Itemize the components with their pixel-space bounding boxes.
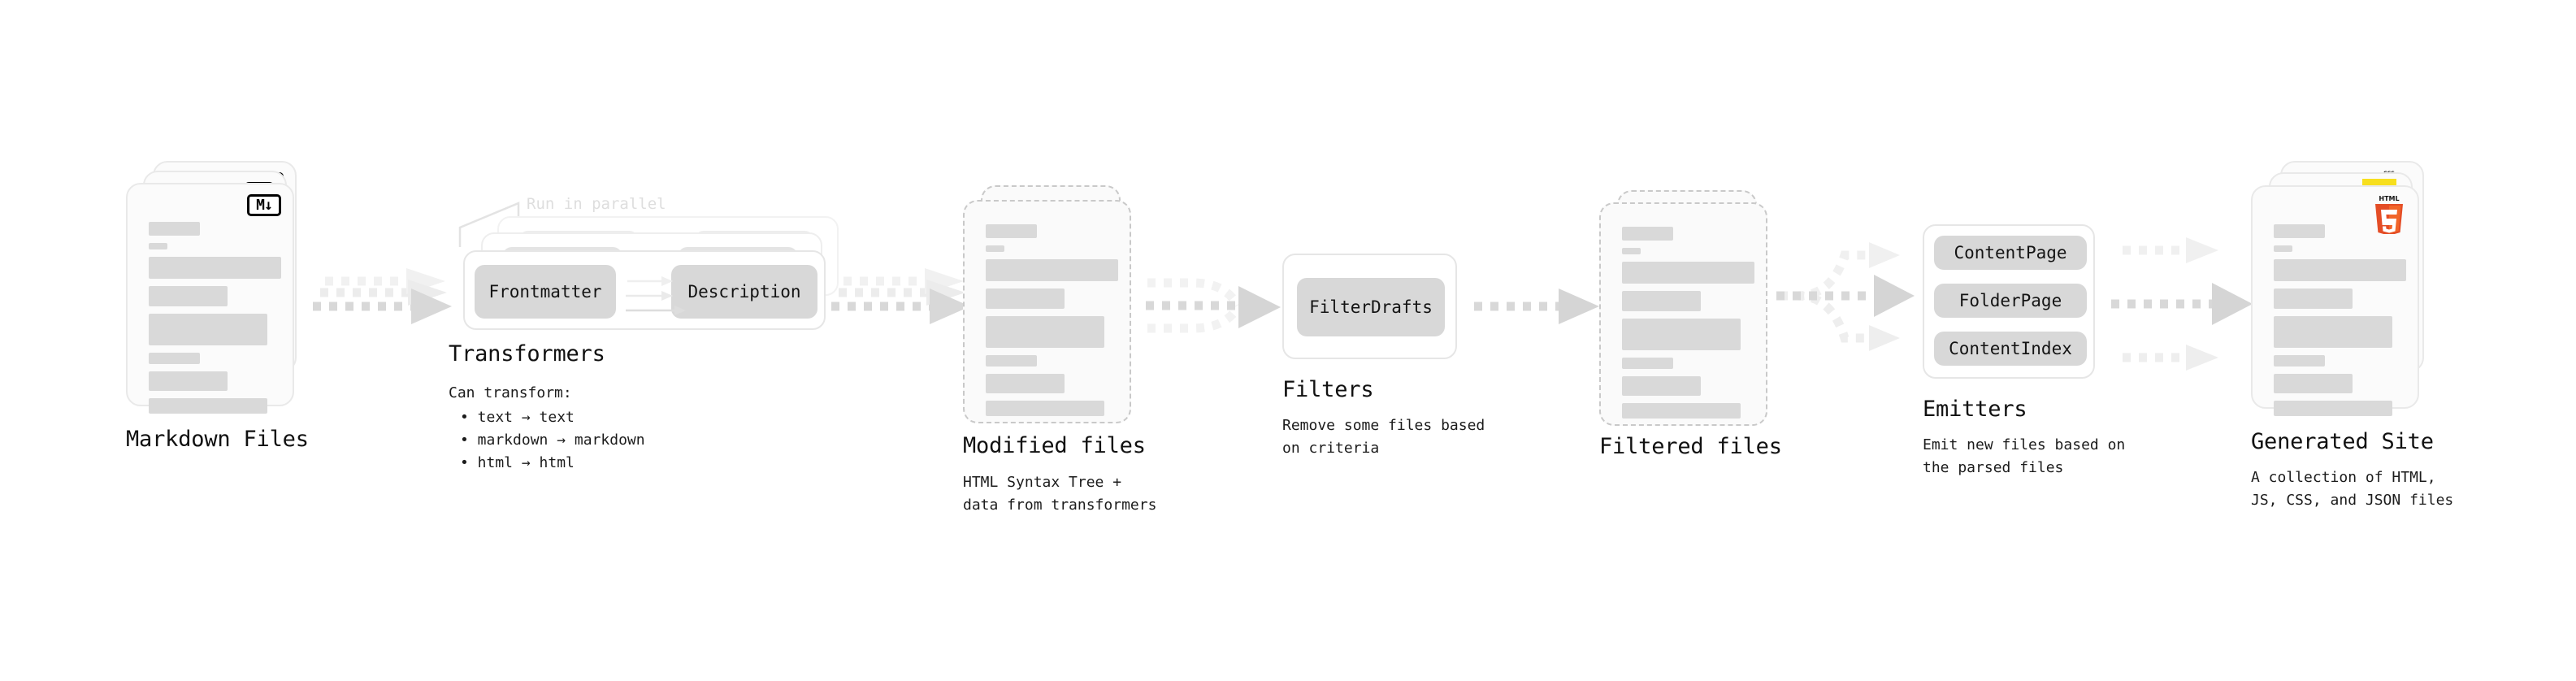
stage-modified-files: Modified files HTML Syntax Tree + data f… [963,185,1156,514]
doc-line [1622,262,1754,284]
filtered-file-stack [1599,190,1786,434]
chip-description[interactable]: Description [671,265,817,319]
stage-generated-site: CSS HTML [2251,161,2453,509]
doc-line [149,257,281,279]
doc-line [986,259,1118,281]
filters-subtitle: Remove some files based on criteria [1282,417,1485,457]
chip-folderpage[interactable]: FolderPage [1934,284,2087,318]
doc-line [1622,403,1741,419]
transformers-sub-head: Can transform: [449,384,572,401]
modified-file-stack [963,185,1150,429]
doc-line [2274,374,2353,393]
transformer-box-front: Frontmatter Description [463,250,826,330]
stage-title-filtered-files: Filtered files [1599,434,1782,459]
modified-files-subtitle: HTML Syntax Tree + data from transformer… [963,474,1157,514]
doc-line [1622,248,1641,254]
run-in-parallel-label: Run in parallel [527,195,666,213]
emitters-box: ContentPage FolderPage ContentIndex [1923,224,2095,379]
doc-line [149,371,228,391]
arrow-emitters-to-generated-site [2111,237,2253,371]
doc-line [986,245,1004,252]
chip-contentpage[interactable]: ContentPage [1934,236,2087,270]
doc-line [2274,259,2406,281]
transformers-bullet-1: • text → text [460,409,575,426]
doc-line [2274,288,2353,309]
doc-line [2274,245,2292,252]
markdown-file-stack: M↓ M↓ M↓ [126,161,313,421]
stage-title-generated-site: Generated Site [2251,429,2434,454]
stage-title-emitters: Emitters [1923,397,2027,422]
doc-line [986,401,1104,416]
doc-line [2274,355,2325,367]
doc-line [149,243,167,249]
html5-icon: HTML [2375,195,2403,234]
doc-line [149,353,200,364]
generated-file-html: HTML [2251,185,2419,416]
arrow-filtered-files-to-emitters [1776,242,1915,351]
markdown-icon: M↓ [247,194,281,216]
filtered-file-front [1599,202,1767,426]
document-content-lines [1622,227,1754,426]
transformers-bullet-2: • markdown → markdown [460,432,645,449]
document-content-lines [149,222,281,421]
doc-line [986,288,1065,309]
arrow-modified-files-to-filters [1146,278,1281,333]
generated-site-stack: CSS HTML [2251,161,2446,421]
chip-filterdrafts[interactable]: FilterDrafts [1297,278,1445,336]
chip-contentindex[interactable]: ContentIndex [1934,332,2087,366]
modified-file-front [963,200,1131,423]
arrow-filters-to-filtered-files [1474,288,1599,324]
document-content-lines [2274,224,2406,423]
markdown-file-front: M↓ [126,183,294,414]
doc-line [149,398,267,414]
doc-line [986,374,1065,393]
arrow-markdown-to-transformers [313,268,452,324]
stage-filtered-files: Filtered files [1599,190,1786,459]
arrow-transformers-to-modified-files [831,268,970,324]
doc-line [1622,319,1741,350]
stage-title-filters: Filters [1282,377,1374,402]
doc-line [1622,376,1701,396]
chip-frontmatter[interactable]: Frontmatter [475,265,616,319]
doc-line [2274,401,2392,416]
run-in-parallel-bracket [458,202,520,247]
emitters-subtitle: Emit new files based on the parsed files [1923,436,2126,476]
doc-line [986,316,1104,348]
doc-line [2274,316,2392,348]
doc-line [149,286,228,306]
stage-title-transformers: Transformers [449,341,605,367]
doc-line [149,222,200,236]
svg-text:HTML: HTML [2379,195,2399,202]
doc-line [986,355,1037,367]
transformers-bullet-3: • html → html [460,454,575,471]
doc-line [2274,224,2325,238]
arrow-frontmatter-to-description [626,276,686,315]
generated-site-subtitle: A collection of HTML, JS, CSS, and JSON … [2251,469,2454,509]
document-content-lines [986,224,1118,423]
doc-line [1622,227,1673,241]
doc-line [149,314,267,345]
stage-title-markdown-files: Markdown Files [126,427,309,452]
doc-line [986,224,1037,238]
doc-line [1622,291,1701,311]
stage-title-modified-files: Modified files [963,433,1146,458]
doc-line [1622,358,1673,369]
filters-box: FilterDrafts [1282,254,1457,359]
stage-markdown-files: M↓ M↓ M↓ Markdown Files [126,161,313,452]
